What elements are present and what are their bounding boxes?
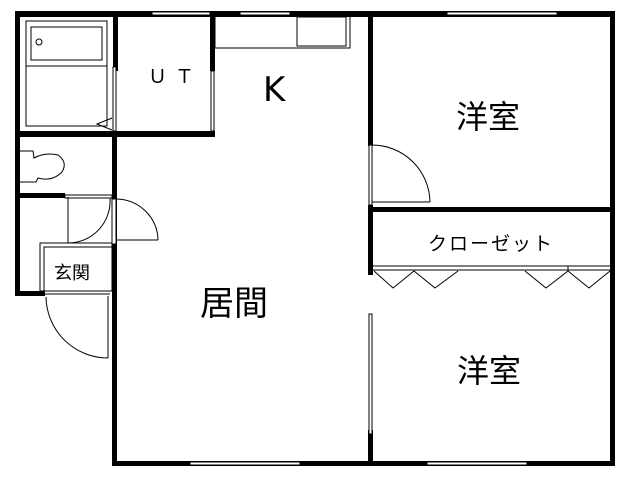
bath-door [112, 66, 117, 132]
bedroom1-door [368, 144, 431, 206]
bathtub [25, 20, 113, 131]
front-door [45, 293, 110, 359]
walls [15, 11, 615, 466]
living-door [111, 198, 159, 245]
room-label-entrance: 玄関 [54, 263, 90, 284]
room-label-closet: クローゼット [428, 233, 555, 255]
room-label-western-room-1: 洋室 [456, 98, 521, 136]
room-label-ut: ＵＴ [148, 66, 203, 88]
closet-doors [373, 265, 611, 289]
toilet [20, 150, 65, 183]
bedroom2-door [368, 313, 373, 435]
toilet-door [64, 194, 113, 244]
windows [151, 11, 558, 466]
kitchen-counter [214, 15, 351, 49]
room-label-living: 居間 [200, 284, 268, 324]
room-label-kitchen: K [263, 70, 286, 110]
ut-door [210, 70, 215, 132]
entrance-step [39, 242, 113, 292]
room-label-western-room-2: 洋室 [457, 352, 522, 390]
